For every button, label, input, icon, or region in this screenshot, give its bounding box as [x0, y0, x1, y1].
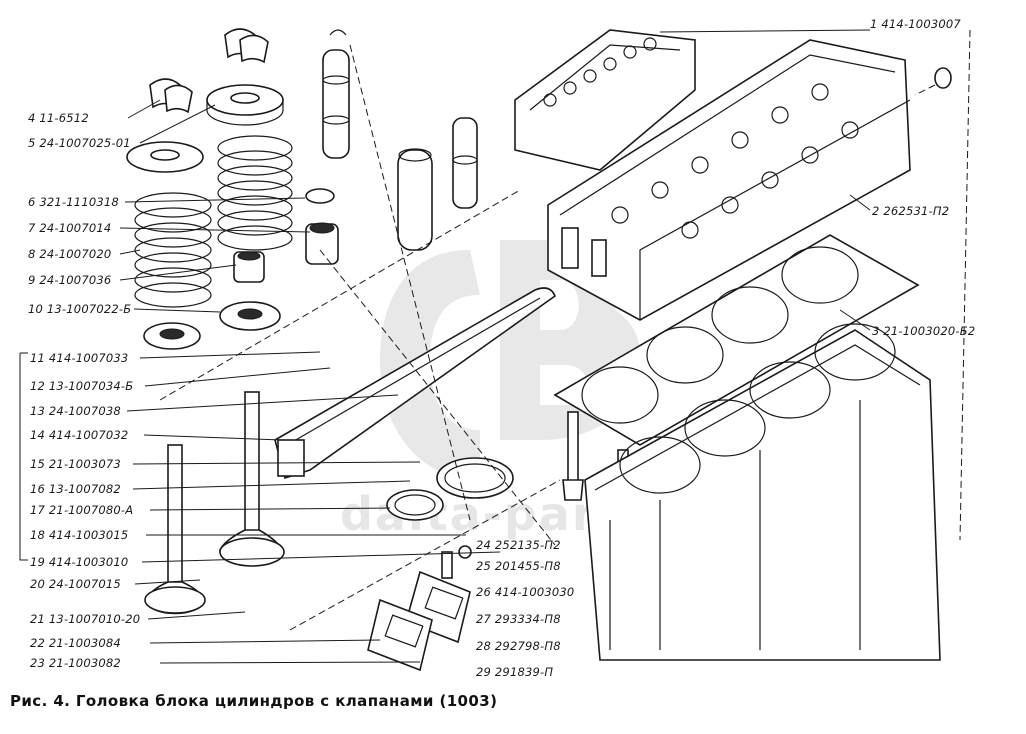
callout-10: 10 13-1007022-Б — [28, 302, 131, 316]
part-intake-valve — [219, 391, 285, 567]
callout-27: 27 293334-П8 — [476, 612, 561, 626]
callout-13: 13 24-1007038 — [30, 404, 121, 418]
part-spring-plate-lower — [126, 141, 204, 173]
callout-9: 9 24-1007036 — [28, 273, 111, 287]
part-valve-keepers — [149, 28, 269, 114]
callout-24: 24 252135-П2 — [476, 538, 561, 552]
part-valve-guide — [322, 29, 478, 209]
part-engine-block — [584, 323, 941, 661]
part-cover-plate — [367, 570, 471, 672]
callout-12: 12 13-1007034-Б — [30, 379, 133, 393]
callout-15: 15 21-1003073 — [30, 457, 121, 471]
callout-25: 25 201455-П8 — [476, 559, 561, 573]
callout-20: 20 24-1007015 — [30, 577, 121, 591]
callout-29: 29 291839-П — [476, 665, 553, 679]
part-valve-spring-inner — [134, 192, 212, 308]
part-cylinder-head — [547, 39, 911, 321]
part-head-gasket — [553, 234, 920, 446]
part-exhaust-valve — [144, 444, 206, 615]
callouts-right: 1 414-1003007 2 262531-П2 3 21-1003020-Б… — [476, 17, 975, 679]
part-spring-seat — [143, 301, 281, 350]
callout-11: 11 414-1007033 — [30, 351, 128, 365]
callout-4: 4 11-6512 — [28, 111, 89, 125]
part-cylinder-head-assembly — [514, 29, 696, 171]
callout-14: 14 414-1007032 — [30, 428, 128, 442]
part-valve-stem-seal — [233, 188, 339, 283]
callout-3: 3 21-1003020-Б2 — [872, 324, 975, 338]
part-spring-plate-upper — [206, 84, 284, 126]
callout-7: 7 24-1007014 — [28, 221, 111, 235]
leader-lines — [19, 29, 971, 664]
callout-8: 8 24-1007020 — [28, 247, 111, 261]
callout-21: 21 13-1007010-20 — [30, 612, 140, 626]
callout-17: 17 21-1007080-А — [30, 503, 133, 517]
callout-26: 26 414-1003030 — [476, 585, 574, 599]
callout-28: 28 292798-П8 — [476, 639, 561, 653]
callout-6: 6 321-1110318 — [28, 195, 119, 209]
part-pushrod-tube — [397, 148, 433, 251]
part-rocker-strip — [274, 287, 556, 480]
callout-5: 5 24-1007025-01 — [28, 136, 131, 150]
callouts-left: 4 11-6512 5 24-1007025-01 6 321-1110318 … — [28, 111, 140, 670]
figure-caption: Рис. 4. Головка блока цилиндров с клапан… — [10, 692, 498, 710]
part-valve-spring-outer — [217, 135, 293, 251]
callout-1: 1 414-1003007 — [870, 17, 961, 31]
callout-16: 16 13-1007082 — [30, 482, 121, 496]
callout-22: 22 21-1003084 — [30, 636, 121, 650]
callout-23: 23 21-1003082 — [30, 656, 121, 670]
callout-19: 19 414-1003010 — [30, 555, 128, 569]
exploded-parts-diagram: dalta-parts — [19, 17, 975, 679]
part-plug — [934, 67, 952, 89]
callout-18: 18 414-1003015 — [30, 528, 128, 542]
callout-2: 2 262531-П2 — [872, 204, 949, 218]
